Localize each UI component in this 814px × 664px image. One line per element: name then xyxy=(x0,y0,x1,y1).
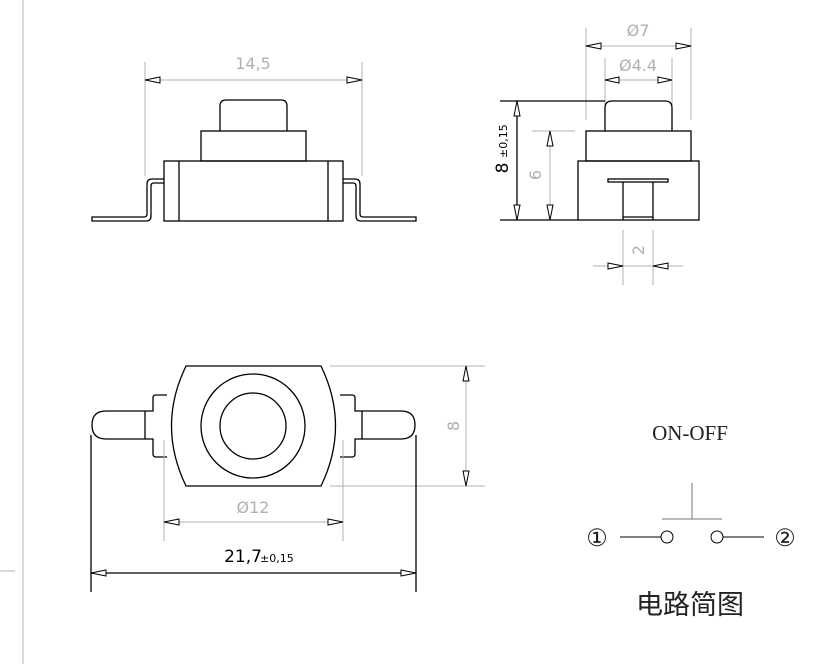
arrow-icon xyxy=(585,42,602,50)
arrow-icon xyxy=(346,76,363,84)
switch-body xyxy=(163,160,344,222)
slot-width-label: 2 xyxy=(629,245,648,255)
arrow-icon xyxy=(513,100,521,117)
drawing-line xyxy=(577,160,700,221)
body-width-label: 8 xyxy=(444,421,463,431)
left-pin xyxy=(91,394,167,458)
arrow-icon xyxy=(604,76,620,84)
contact-icon xyxy=(710,530,724,544)
overall-length-tolerance: ±0,15 xyxy=(260,552,294,565)
button-collar xyxy=(200,130,307,162)
button-cap xyxy=(219,99,288,131)
front-view: 14,5 xyxy=(91,54,417,222)
terminal-1: ① xyxy=(586,526,608,552)
drawing-line: 8 ±0,15 xyxy=(493,124,513,173)
width-label: 14,5 xyxy=(235,54,271,73)
height-tolerance: ±0,15 xyxy=(497,124,510,158)
circuit-diagram: ON-OFF ① ② 电路简图 xyxy=(586,421,796,620)
arrow-icon xyxy=(513,204,521,221)
button-diameter-label: Ø4.4 xyxy=(619,56,657,75)
arrow-icon xyxy=(144,76,161,84)
arrow-icon xyxy=(327,518,344,526)
body-outline xyxy=(170,365,337,487)
right-pin xyxy=(340,394,416,458)
top-view: 8 Ø12 21,7 ±0,15 xyxy=(90,365,485,592)
circuit-caption: 电路简图 xyxy=(636,590,744,620)
circuit-title: ON-OFF xyxy=(652,421,728,445)
arrow-icon xyxy=(462,365,470,382)
arrow-icon xyxy=(546,204,554,221)
collar-circle xyxy=(200,373,306,479)
terminal-2: ② xyxy=(774,526,796,552)
arrow-icon xyxy=(657,76,673,84)
arrow-icon xyxy=(462,470,470,487)
body-diameter-label: Ø12 xyxy=(237,498,270,517)
overall-length-label: 21,7 xyxy=(224,547,262,567)
contact-icon xyxy=(660,530,674,544)
arrow-icon xyxy=(163,518,180,526)
drawing-line xyxy=(604,100,673,131)
arrow-icon xyxy=(652,262,669,270)
button-circle xyxy=(219,392,287,460)
side-view: Ø7 Ø4.4 8 ±0,15 6 2 xyxy=(493,21,700,285)
arrow-icon xyxy=(675,42,692,50)
drawing-line xyxy=(607,178,669,183)
drawing-line xyxy=(585,130,692,162)
outer-diameter-label: Ø7 xyxy=(627,21,650,40)
right-lead xyxy=(343,178,417,222)
arrow-icon xyxy=(400,569,417,577)
left-lead xyxy=(91,178,164,222)
height-label: 8 xyxy=(493,163,513,174)
arrow-icon xyxy=(90,569,107,577)
arrow-icon xyxy=(546,130,554,147)
arrow-icon xyxy=(607,262,624,270)
body-height-label: 6 xyxy=(526,170,545,180)
